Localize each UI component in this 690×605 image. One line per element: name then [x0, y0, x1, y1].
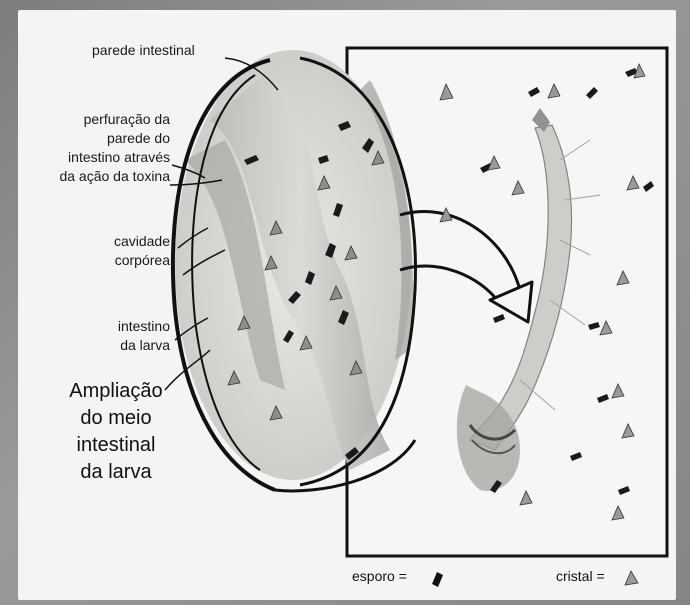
label-perfuracao-line1: perfuração da — [84, 110, 170, 129]
legend-spore-icon — [432, 572, 443, 587]
caption-ampliacao-line3: intestinal — [56, 432, 176, 459]
caption-ampliacao-line4: da larva — [56, 459, 176, 486]
label-cavidade-line1: cavidade — [114, 232, 170, 251]
label-perfuracao-line2: parede do — [107, 129, 170, 148]
label-parede-intestinal: parede intestinal — [92, 41, 195, 60]
legend-esporo: esporo = — [352, 568, 407, 584]
label-cavidade-line2: corpórea — [115, 251, 170, 270]
caption-ampliacao-line1: Ampliação — [56, 378, 176, 405]
label-intestino-line1: intestino — [118, 317, 170, 336]
label-perfuracao-line4: da ação da toxina — [59, 167, 170, 186]
label-intestino-line2: da larva — [120, 336, 170, 355]
label-perfuracao-line3: intestino através — [68, 148, 170, 167]
caption-ampliacao-line2: do meio — [56, 405, 176, 432]
legend-cristal: cristal = — [556, 568, 605, 584]
legend-crystal-icon — [625, 571, 638, 585]
